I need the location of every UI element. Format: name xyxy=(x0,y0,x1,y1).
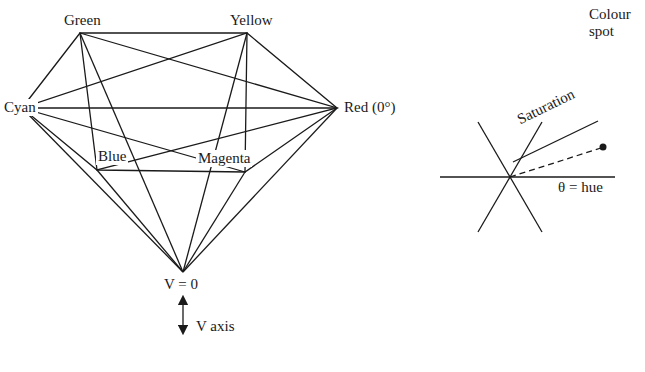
axis-label: V axis xyxy=(194,318,236,335)
vertex-label: Yellow xyxy=(228,12,275,29)
vertex-label: Red (0°) xyxy=(342,99,397,116)
vertex-label: Blue xyxy=(96,148,128,165)
saturation-label: Saturation xyxy=(513,85,579,129)
hue-label: θ = hue xyxy=(556,179,605,196)
colour-spot-label: Colour spot xyxy=(587,6,641,39)
vertex-label: Green xyxy=(62,12,103,29)
apex-label: V = 0 xyxy=(162,276,200,293)
vertex-label: Magenta xyxy=(196,150,252,167)
vertex-label: Cyan xyxy=(2,99,38,116)
